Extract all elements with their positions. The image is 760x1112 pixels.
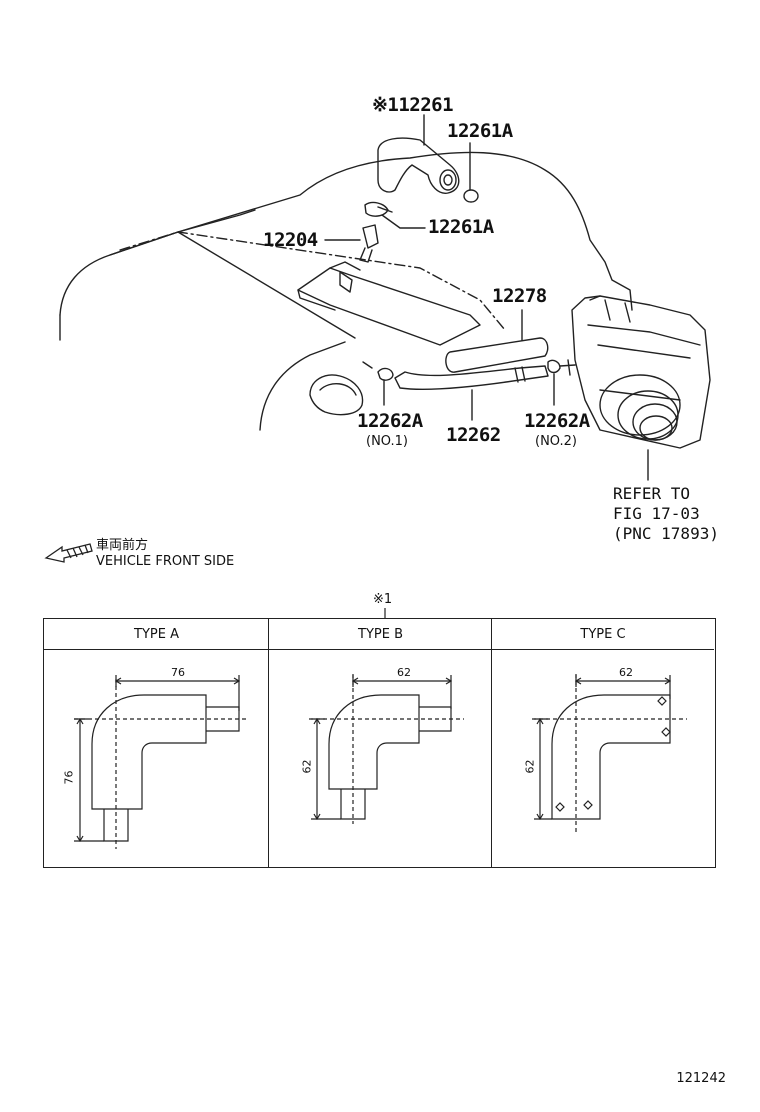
callout-12261a-mid: 12261A xyxy=(428,216,494,238)
figure-id: 121242 xyxy=(676,1071,726,1086)
type-c-height-dim: 62 xyxy=(523,759,537,774)
clip-12261a-top xyxy=(463,189,479,203)
reference-note: REFER TO FIG 17-03 (PNC 17893) xyxy=(613,484,719,544)
callout-12262a-no2: 12262A xyxy=(524,410,590,432)
vehicle-front-arrow-icon xyxy=(44,543,93,563)
engine-outline xyxy=(59,151,633,316)
callout-12278: 12278 xyxy=(492,285,547,307)
callout-12261: ※112261 xyxy=(372,94,454,116)
clip-12261a-mid xyxy=(364,201,393,217)
type-c-header: TYPE C xyxy=(492,619,714,650)
type-a-width-dim: 76 xyxy=(171,666,185,679)
callout-12261a-top: 12261A xyxy=(447,120,513,142)
valve-cover xyxy=(297,267,481,346)
reference-line-2: FIG 17-03 xyxy=(613,504,700,523)
type-b-width-dim: 62 xyxy=(397,666,411,679)
orientation-en: VEHICLE FRONT SIDE xyxy=(96,554,235,569)
type-a-height-dim: 76 xyxy=(62,770,76,785)
clamp-12262a-no1 xyxy=(362,361,394,406)
type-a-elbow-drawing xyxy=(74,675,249,849)
type-a-header: TYPE A xyxy=(44,619,269,650)
reference-line-1: REFER TO xyxy=(613,484,691,503)
callout-12262a-no1-note: (NO.1) xyxy=(366,434,408,449)
hose-12262 xyxy=(394,365,549,390)
callout-12204: 12204 xyxy=(263,229,318,251)
orientation-jp: 車両前方 xyxy=(96,538,149,553)
hose-12278 xyxy=(445,337,549,373)
engine-lower-outline xyxy=(59,314,346,431)
pcv-valve-12204 xyxy=(359,224,379,263)
callout-12262a-no1: 12262A xyxy=(357,410,423,432)
type-b-height-dim: 62 xyxy=(300,759,314,774)
clamp-12262a-no2 xyxy=(547,359,561,406)
hose-type-table: TYPE A TYPE B TYPE C xyxy=(43,618,716,868)
table-marker: ※1 xyxy=(373,592,393,607)
type-c-width-dim: 62 xyxy=(619,666,633,679)
oil-cap xyxy=(309,374,364,416)
type-b-elbow-drawing xyxy=(309,674,464,824)
callout-12262a-no2-note: (NO.2) xyxy=(535,434,577,449)
hose-12261 xyxy=(377,137,460,194)
callout-12262: 12262 xyxy=(446,424,501,446)
type-drawings xyxy=(74,674,687,849)
type-b-header: TYPE B xyxy=(269,619,492,650)
type-c-elbow-drawing xyxy=(532,674,687,834)
reference-line-3: (PNC 17893) xyxy=(613,524,719,543)
